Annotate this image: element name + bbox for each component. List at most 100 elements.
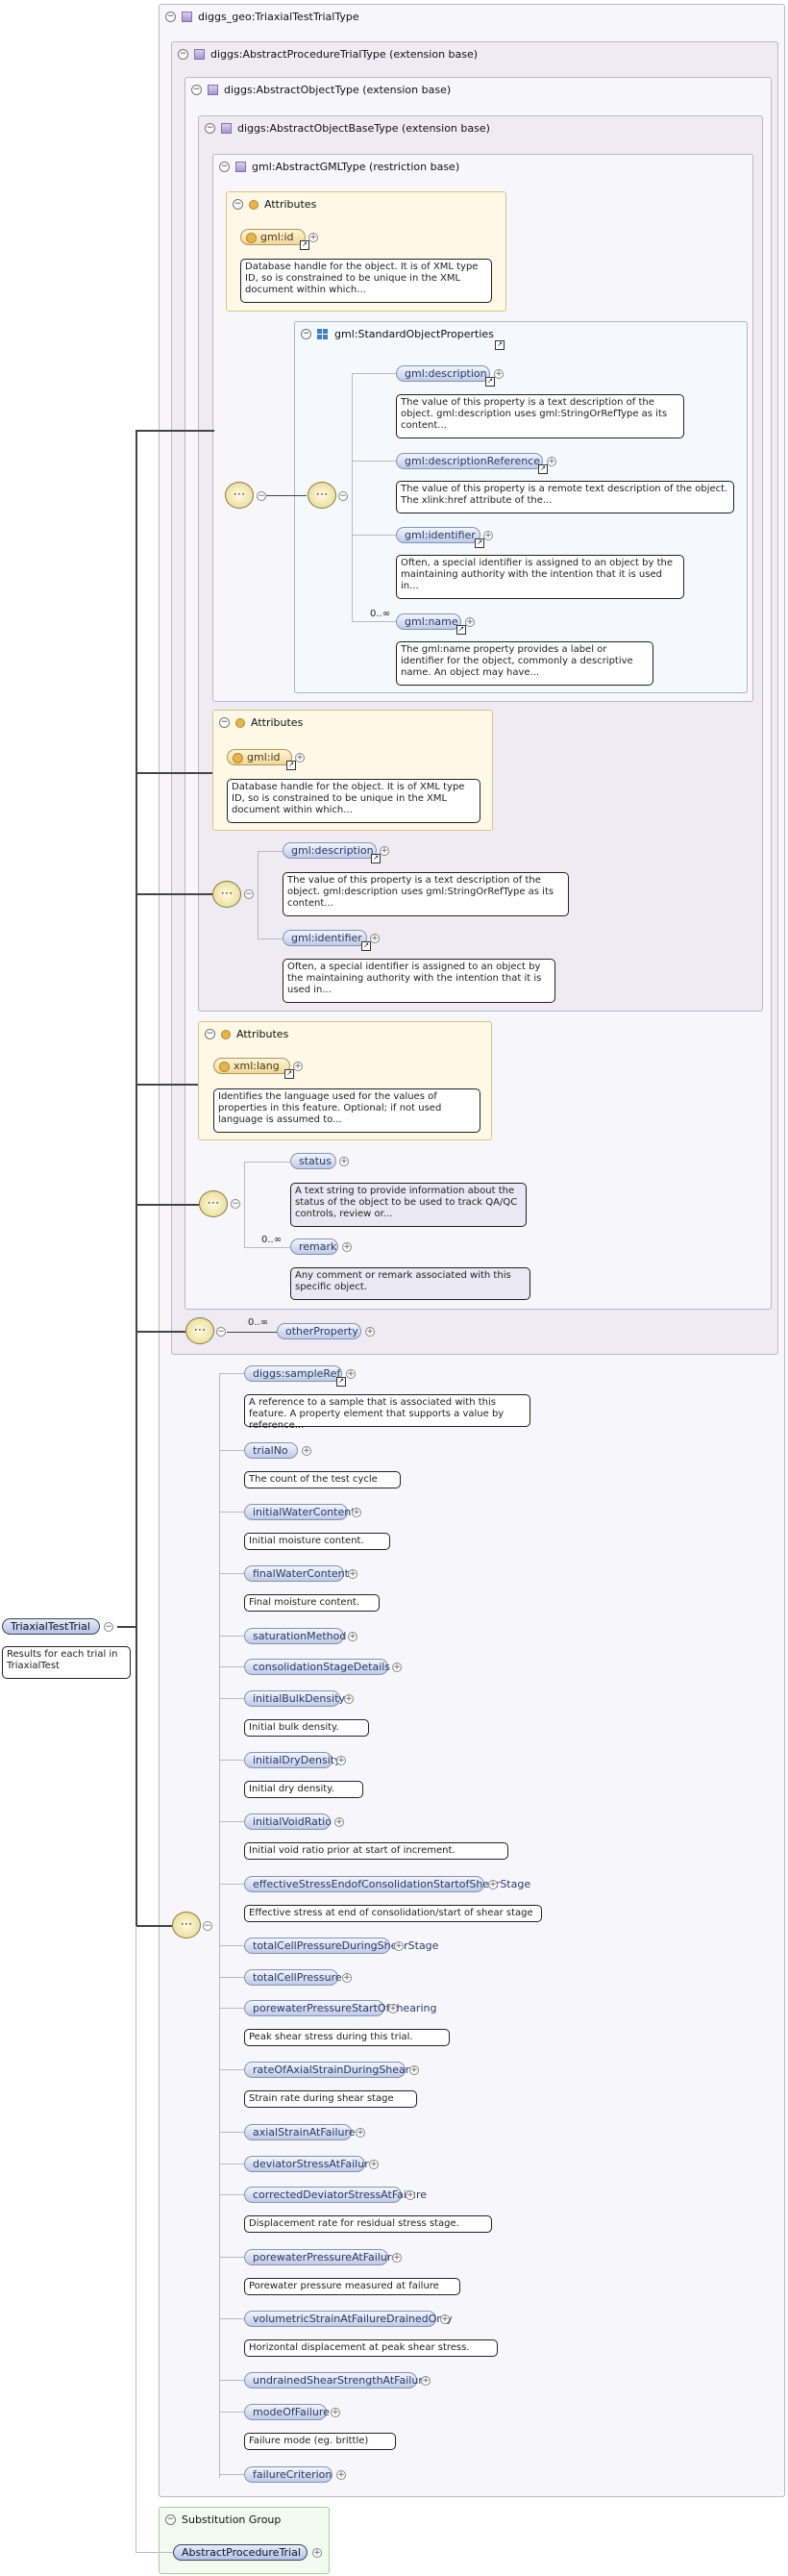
expand-icon[interactable]: + — [336, 2470, 346, 2480]
trial-element[interactable]: initialWaterContent — [244, 1504, 356, 1520]
trial-element[interactable]: correctedDeviatorStressAtFailure — [244, 2187, 427, 2203]
expand-icon[interactable]: + — [369, 2160, 379, 2169]
expand-icon[interactable]: + — [339, 1157, 349, 1166]
collapse-toggle[interactable]: − — [165, 2514, 176, 2525]
expand-icon[interactable]: + — [392, 1663, 402, 1672]
trial-element[interactable]: finalWaterContent — [244, 1565, 349, 1582]
collapse-icon[interactable]: − — [338, 491, 348, 501]
collapse-toggle[interactable]: − — [205, 123, 215, 134]
std-element-identifier[interactable]: gml:identifier — [396, 527, 480, 543]
collapse-toggle[interactable]: − — [178, 49, 188, 60]
connector — [135, 430, 137, 1926]
collapse-toggle[interactable]: − — [219, 162, 230, 172]
collapse-icon[interactable]: − — [203, 1921, 212, 1931]
trial-element[interactable]: porewaterPressureAtFailure — [244, 2249, 398, 2265]
expand-icon[interactable]: + — [365, 1327, 375, 1337]
trial-element[interactable]: failureCriterion — [244, 2466, 332, 2483]
expand-icon[interactable]: + — [421, 2376, 431, 2386]
expand-icon[interactable]: + — [312, 2548, 322, 2558]
trial-element[interactable]: rateOfAxialStrainDuringShear — [244, 2062, 409, 2078]
triaxial-test-trial-element[interactable]: TriaxialTestTrial — [2, 1618, 100, 1635]
trial-element[interactable]: consolidationStageDetails — [244, 1659, 390, 1675]
abstract-procedure-trial-element[interactable]: AbstractProcedureTrial — [173, 2544, 308, 2561]
expand-icon[interactable]: + — [295, 753, 305, 763]
trial-element[interactable]: volumetricStrainAtFailureDrainedOnly — [244, 2311, 453, 2327]
trial-element[interactable]: totalCellPressure — [244, 1969, 342, 1986]
collapse-icon[interactable]: − — [231, 1199, 240, 1209]
collapse-icon[interactable]: − — [104, 1622, 113, 1632]
expand-icon[interactable]: + — [494, 369, 504, 379]
expand-icon[interactable]: + — [394, 1941, 404, 1951]
expand-icon[interactable]: + — [465, 617, 475, 627]
collapse-icon[interactable]: − — [244, 889, 254, 899]
expand-icon[interactable]: + — [352, 1508, 361, 1517]
std-description-doc: The value of this property is a text des… — [396, 394, 684, 438]
expand-icon[interactable]: + — [409, 2065, 419, 2075]
expand-icon[interactable]: + — [392, 2253, 402, 2263]
expand-icon[interactable]: + — [348, 1632, 357, 1641]
sequence-icon: ⋯ — [185, 1317, 214, 1344]
connector — [135, 1204, 199, 1206]
expand-icon[interactable]: + — [483, 531, 493, 540]
collapse-icon[interactable]: − — [216, 1327, 226, 1337]
expand-icon[interactable]: + — [342, 1242, 352, 1252]
trial-element-doc: Horizontal displacement at peak shear st… — [244, 2339, 498, 2357]
expand-icon[interactable]: + — [348, 1569, 357, 1579]
base-element-identifier[interactable]: gml:identifier — [283, 930, 367, 946]
expand-icon[interactable]: + — [334, 1817, 344, 1827]
connector — [219, 1945, 244, 1946]
collapse-toggle[interactable]: − — [165, 12, 176, 22]
trial-element[interactable]: saturationMethod — [244, 1628, 346, 1644]
expand-icon[interactable]: + — [308, 233, 318, 242]
trial-element[interactable]: deviatorStressAtFailure — [244, 2156, 375, 2172]
connector — [135, 893, 212, 895]
other-property-element[interactable]: otherProperty — [277, 1323, 361, 1339]
collapse-toggle[interactable]: − — [233, 199, 243, 210]
reference-icon: ↗ — [538, 464, 548, 474]
expand-icon[interactable]: + — [388, 2004, 398, 2013]
expand-icon[interactable]: + — [331, 2408, 340, 2417]
object-element-status[interactable]: status — [290, 1153, 336, 1169]
std-element-description[interactable]: gml:description — [396, 365, 490, 382]
collapse-toggle[interactable]: − — [301, 329, 311, 339]
expand-icon[interactable]: + — [302, 1446, 311, 1456]
expand-icon[interactable]: + — [440, 2314, 450, 2324]
collapse-icon[interactable]: − — [257, 491, 266, 501]
expand-icon[interactable]: + — [344, 1694, 354, 1704]
trial-element[interactable]: trialNo — [244, 1442, 298, 1459]
trial-element-doc: Effective stress at end of consolidation… — [244, 1905, 542, 1922]
expand-icon[interactable]: + — [336, 1756, 346, 1765]
expand-icon[interactable]: + — [488, 1880, 498, 1889]
trial-element[interactable]: initialVoidRatio — [244, 1813, 332, 1830]
std-element-name[interactable]: gml:name — [396, 613, 461, 630]
gml-id-attribute[interactable]: gml:id — [240, 229, 306, 245]
collapse-toggle[interactable]: − — [219, 717, 230, 728]
connector — [244, 1162, 290, 1163]
trial-element[interactable]: undrainedShearStrengthAtFailure — [244, 2372, 429, 2388]
connector — [219, 2194, 244, 2195]
trial-element[interactable]: modeOfFailure — [244, 2404, 330, 2420]
trial-element[interactable]: totalCellPressureDuringShearStage — [244, 1938, 438, 1954]
expand-icon[interactable]: + — [342, 1973, 352, 1983]
expand-icon[interactable]: + — [346, 1369, 356, 1379]
expand-icon[interactable]: + — [380, 846, 389, 856]
base-element-description[interactable]: gml:description — [283, 842, 377, 859]
trial-element[interactable]: porewaterPressureStartOfShearing — [244, 2000, 436, 2016]
trial-element[interactable]: initialBulkDensity — [244, 1690, 345, 1707]
std-element-description-reference[interactable]: gml:descriptionReference — [396, 453, 543, 469]
expand-icon[interactable]: + — [547, 457, 556, 466]
xml-lang-attribute[interactable]: xml:lang — [213, 1058, 290, 1074]
trial-element[interactable]: axialStrainAtFailure — [244, 2124, 356, 2140]
expand-icon[interactable]: + — [406, 2190, 415, 2200]
connector — [219, 2412, 244, 2413]
base-gml-id-attribute[interactable]: gml:id — [227, 749, 292, 765]
collapse-toggle[interactable]: − — [191, 85, 202, 95]
expand-icon[interactable]: + — [356, 2128, 365, 2138]
object-element-remark[interactable]: remark — [290, 1238, 338, 1255]
collapse-toggle[interactable]: − — [205, 1029, 215, 1039]
expand-icon[interactable]: + — [370, 934, 380, 943]
trial-element[interactable]: effectiveStressEndofConsolidationStartof… — [244, 1876, 530, 1892]
expand-icon[interactable]: + — [293, 1062, 303, 1071]
trial-element[interactable]: initialDryDensity — [244, 1752, 341, 1768]
trial-element[interactable]: diggs:sampleRef — [244, 1365, 342, 1382]
